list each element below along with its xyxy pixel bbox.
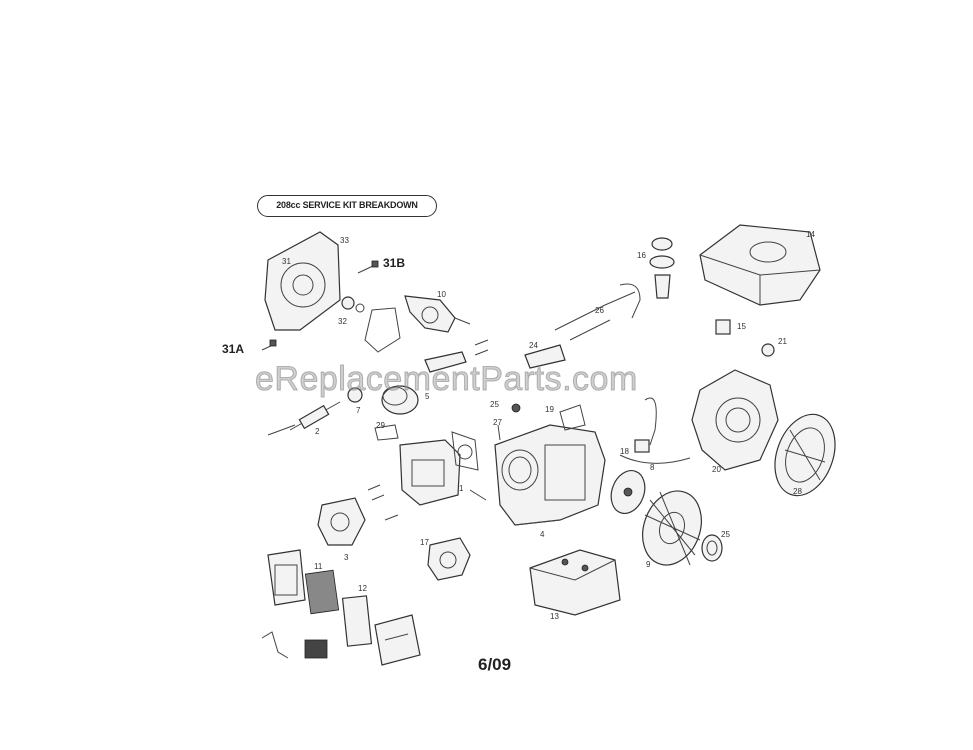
cylinder-head-part xyxy=(374,424,461,506)
callout-label: 32 xyxy=(338,317,347,326)
callout-label: 7 xyxy=(356,406,361,415)
recoil-starter-part xyxy=(774,413,836,497)
callout-label: 11 xyxy=(314,562,323,571)
callout-label: 10 xyxy=(437,290,446,299)
muffler-part xyxy=(529,549,621,616)
switch-part xyxy=(304,639,328,659)
fuel-tank-part xyxy=(699,224,821,306)
callout-label: 27 xyxy=(493,418,502,427)
blower-housing-part xyxy=(691,369,779,471)
callout-label: 31A xyxy=(222,342,245,356)
fuel-cap-part xyxy=(649,237,675,299)
callout-label: 17 xyxy=(420,538,429,547)
engine-block-part xyxy=(494,404,606,526)
callout-label: 1 xyxy=(459,484,464,493)
piston-part xyxy=(381,351,467,415)
air-cleaner-base-part xyxy=(267,549,306,606)
callout-label: 9 xyxy=(646,560,651,569)
callout-label: 5 xyxy=(425,392,430,401)
callout-label: 31B xyxy=(383,256,406,270)
flywheel-part xyxy=(642,490,702,566)
pre-filter-part xyxy=(341,595,373,647)
callout-label: 2 xyxy=(315,427,320,436)
ignition-coil-part xyxy=(619,397,691,464)
diagram-title: 208cc SERVICE KIT BREAKDOWN xyxy=(257,195,437,217)
crankcase-cover-part xyxy=(264,231,341,331)
crankshaft-part xyxy=(404,295,471,333)
callout-label: 16 xyxy=(637,251,646,260)
callout-label: 3 xyxy=(344,553,349,562)
callout-label: 21 xyxy=(778,337,787,346)
callout-label: 12 xyxy=(358,584,367,593)
gasket-part xyxy=(364,307,401,353)
intake-part xyxy=(317,497,366,546)
callout-label: 20 xyxy=(712,465,721,474)
fuel-valve-part xyxy=(715,319,775,357)
callout-label: 24 xyxy=(529,341,538,350)
callout-label: 15 xyxy=(737,322,746,331)
carburetor-part xyxy=(427,537,471,581)
callout-label: 8 xyxy=(650,463,655,472)
callout-label: 25 xyxy=(490,400,499,409)
air-filter-part xyxy=(304,569,340,615)
callout-label: 13 xyxy=(550,612,559,621)
callout-label: 31 xyxy=(282,257,291,266)
callout-label: 25 xyxy=(721,530,730,539)
revision-date: 6/09 xyxy=(478,655,512,674)
callout-label: 19 xyxy=(545,405,554,414)
hub-part xyxy=(610,470,646,514)
callout-label: 29 xyxy=(376,421,385,430)
starter-cup-part xyxy=(701,534,723,562)
bolt-part xyxy=(261,260,379,351)
callout-label: 28 xyxy=(793,487,802,496)
air-cleaner-cover-part xyxy=(374,614,421,666)
hardware-part xyxy=(367,339,521,521)
watermark-text: eReplacementParts.com xyxy=(255,360,638,399)
callout-label: 33 xyxy=(340,236,349,245)
callout-label: 18 xyxy=(620,447,629,456)
linkage-part xyxy=(524,283,641,369)
callout-label: 4 xyxy=(540,530,545,539)
camshaft-part xyxy=(267,387,363,436)
callout-label: 26 xyxy=(595,306,604,315)
callout-label: 14 xyxy=(806,230,815,239)
seal-part xyxy=(341,296,365,313)
head-gasket-part xyxy=(451,431,479,471)
bracket-part xyxy=(261,631,289,659)
